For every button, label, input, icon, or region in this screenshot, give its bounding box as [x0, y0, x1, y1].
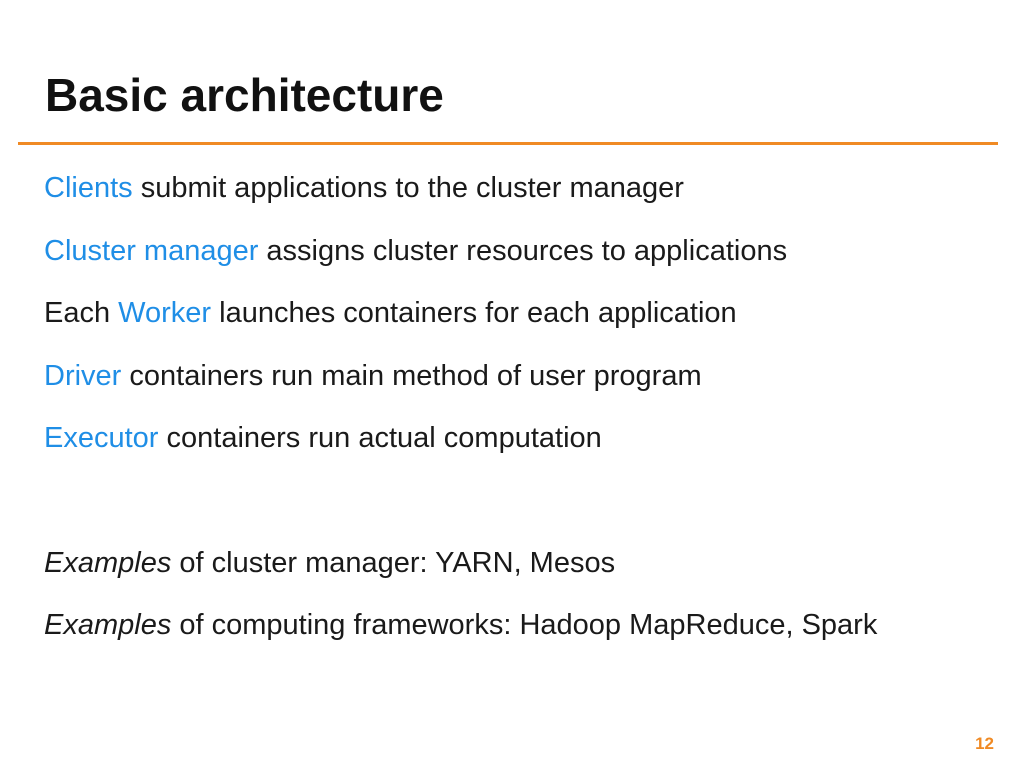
examples-emphasis: Examples [44, 547, 172, 579]
line-text: launches containers for each application [211, 297, 737, 329]
example-cluster-managers: Examples of cluster manager: YARN, Mesos [44, 545, 615, 581]
keyword-executor: Executor [44, 422, 159, 454]
bullet-executor: Executor containers run actual computati… [44, 420, 602, 456]
example-text: of cluster manager: YARN, Mesos [171, 547, 616, 579]
line-text: containers run main method of user progr… [121, 360, 702, 392]
slide-title: Basic architecture [45, 69, 444, 121]
keyword-worker: Worker [118, 297, 212, 329]
examples-emphasis: Examples [44, 609, 172, 641]
example-text: of computing frameworks: Hadoop MapReduc… [171, 609, 878, 641]
line-prefix: Each [44, 297, 119, 329]
line-text: containers run actual computation [158, 422, 602, 454]
keyword-cluster-manager: Cluster manager [44, 235, 259, 267]
keyword-driver: Driver [44, 360, 122, 392]
title-divider [18, 142, 998, 145]
page-number: 12 [975, 734, 994, 753]
bullet-clients: Clients submit applications to the clust… [44, 170, 684, 206]
line-text: assigns cluster resources to application… [258, 235, 788, 267]
example-computing-frameworks: Examples of computing frameworks: Hadoop… [44, 607, 877, 643]
bullet-cluster-manager: Cluster manager assigns cluster resource… [44, 233, 787, 269]
keyword-clients: Clients [44, 172, 133, 204]
line-text: submit applications to the cluster manag… [132, 172, 684, 204]
bullet-driver: Driver containers run main method of use… [44, 358, 702, 394]
bullet-worker: Each Worker launches containers for each… [44, 295, 737, 331]
